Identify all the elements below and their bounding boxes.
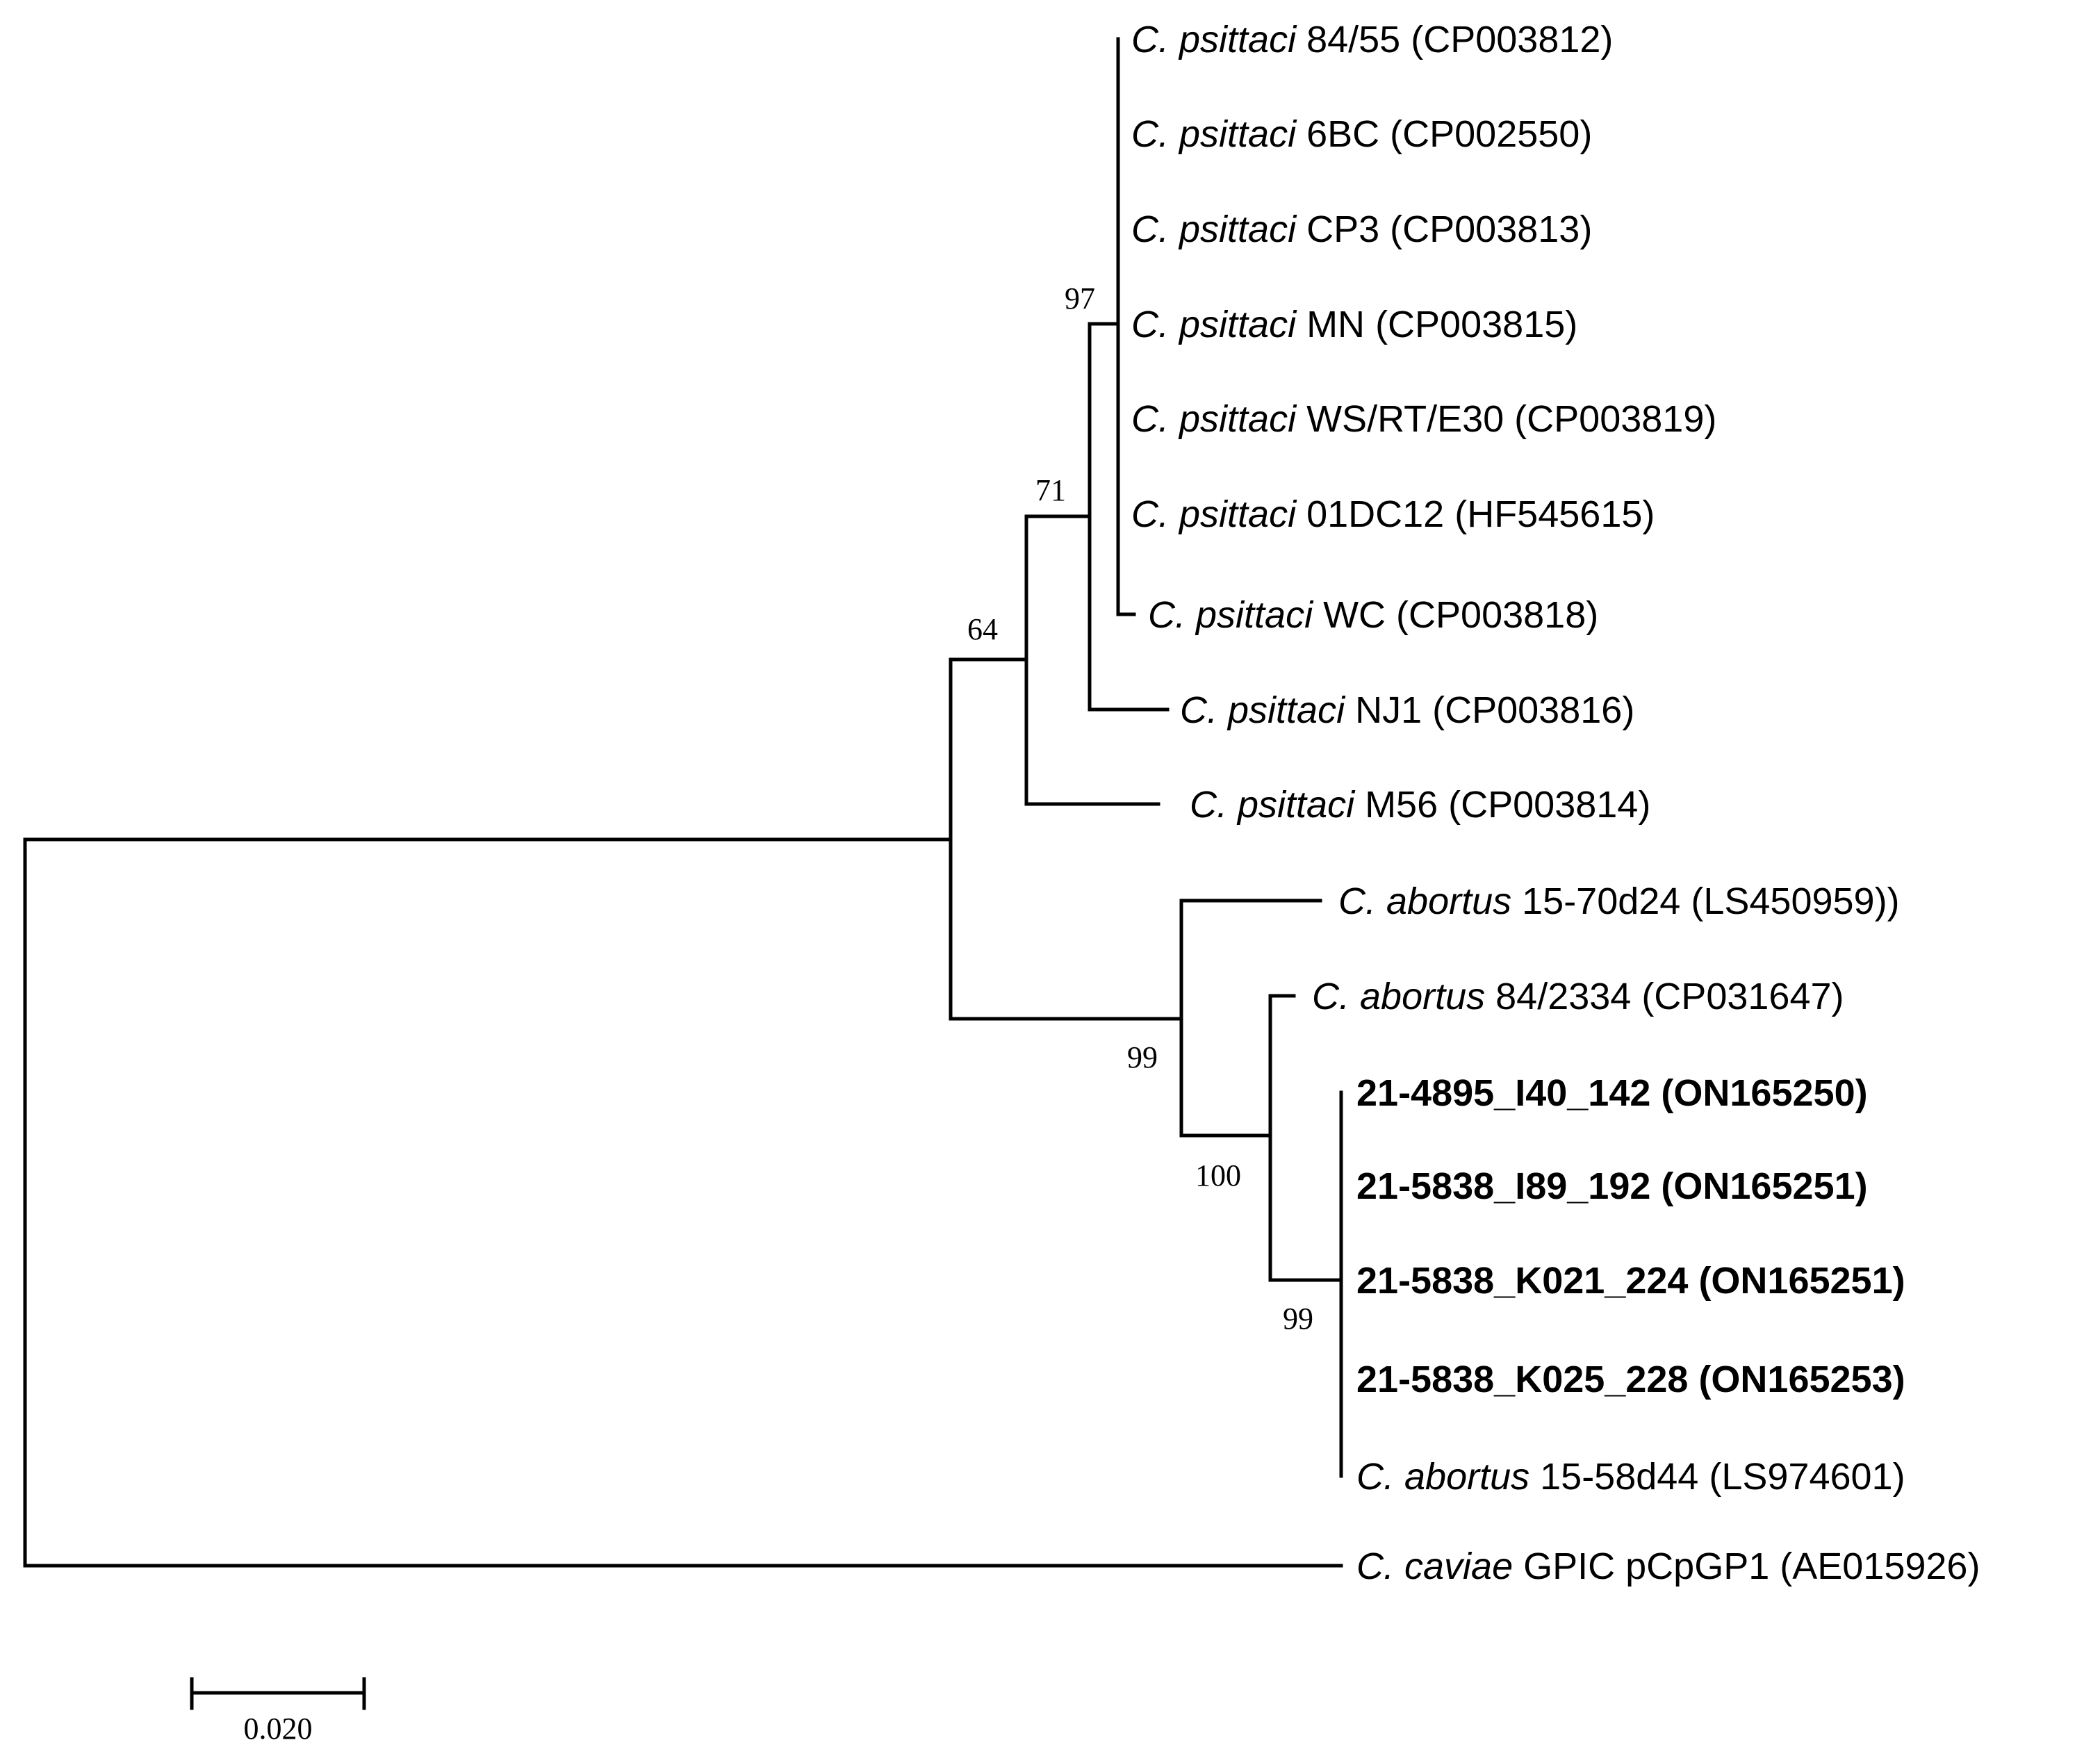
bootstrap-node-97: 97: [1065, 281, 1095, 315]
leaf-species: C. abortus: [1356, 1456, 1540, 1498]
leaf-label-isolate-21-4895-i40-142: 21-4895_I40_142 (ON165250): [1356, 1072, 1868, 1114]
leaf-species: C. psittaci: [1131, 19, 1306, 60]
leaf-accession: (CP003815): [1375, 304, 1577, 345]
leaf-label-psittaci-84-55: C. psittaci 84/55 (CP003812): [1131, 19, 1613, 60]
leaf-species: C. psittaci: [1180, 689, 1355, 731]
leaf-accession: (AE015926): [1780, 1546, 1980, 1587]
leaf-strain: 84/2334: [1495, 976, 1641, 1017]
leaf-strain: WC: [1323, 594, 1396, 636]
bootstrap-node-64: 64: [967, 612, 998, 646]
leaf-strain: WS/RT/E30: [1306, 398, 1514, 440]
bootstrap-node-99-abortus: 99: [1127, 1040, 1158, 1074]
leaf-label-psittaci-ws-rt-e30: C. psittaci WS/RT/E30 (CP003819): [1131, 398, 1716, 440]
leaf-label-isolate-21-5838-k021-224: 21-5838_K021_224 (ON165251): [1356, 1260, 1905, 1302]
leaf-accession: (CP003814): [1448, 784, 1650, 826]
leaf-strain: 15-70d24: [1522, 880, 1691, 922]
leaf-label-psittaci-01dc12: C. psittaci 01DC12 (HF545615): [1131, 493, 1655, 535]
leaf-strain: 21-5838_I89_192: [1356, 1165, 1661, 1207]
leaf-species: C. psittaci: [1131, 304, 1306, 345]
leaf-label-psittaci-m56: C. psittaci M56 (CP003814): [1190, 784, 1650, 826]
leaf-accession: (CP003813): [1390, 208, 1592, 250]
leaf-label-abortus-84-2334: C. abortus 84/2334 (CP031647): [1312, 976, 1844, 1017]
leaf-accession: (CP003816): [1432, 689, 1634, 731]
bootstrap-node-71: 71: [1035, 473, 1066, 507]
leaf-accession: (CP031647): [1641, 976, 1844, 1017]
leaf-strain: 6BC: [1306, 113, 1390, 155]
leaf-strain: 15-58d44: [1540, 1456, 1709, 1498]
leaf-accession: (CP003812): [1411, 19, 1613, 60]
leaf-accession: (ON165250): [1661, 1072, 1867, 1114]
leaf-label-abortus-15-58d44: C. abortus 15-58d44 (LS974601): [1356, 1456, 1905, 1498]
leaf-label-psittaci-cp3: C. psittaci CP3 (CP003813): [1131, 208, 1592, 250]
leaf-strain: 21-5838_K025_228: [1356, 1359, 1698, 1400]
scale-bar: 0.020: [190, 1677, 366, 1746]
leaf-strain: M56: [1365, 784, 1448, 826]
leaf-accession: (ON165251): [1661, 1165, 1867, 1207]
leaf-accession: (CP003819): [1514, 398, 1716, 440]
leaf-species: C. caviae: [1356, 1546, 1523, 1587]
leaf-accession: (LS974601): [1709, 1456, 1905, 1498]
leaf-strain: GPIC pCpGP1: [1523, 1546, 1780, 1587]
leaf-label-psittaci-nj1: C. psittaci NJ1 (CP003816): [1180, 689, 1634, 731]
leaf-strain: CP3: [1306, 208, 1390, 250]
leaf-strain: 21-4895_I40_142: [1356, 1072, 1661, 1114]
scale-bar-label: 0.020: [244, 1712, 313, 1746]
leaf-strain: 84/55: [1306, 19, 1411, 60]
leaf-label-abortus-15-70d24: C. abortus 15-70d24 (LS450959)): [1338, 880, 1900, 922]
leaf-strain: 21-5838_K021_224: [1356, 1260, 1698, 1302]
leaf-species: C. psittaci: [1131, 113, 1306, 155]
leaf-accession: (ON165253): [1698, 1359, 1905, 1400]
bootstrap-node-100: 100: [1195, 1158, 1241, 1192]
leaf-label-psittaci-wc: C. psittaci WC (CP003818): [1148, 594, 1598, 636]
leaf-species: C. psittaci: [1131, 493, 1306, 535]
leaf-species: C. abortus: [1312, 976, 1495, 1017]
leaf-species: C. abortus: [1338, 880, 1522, 922]
bootstrap-values: 97 71 64 99 100 99: [967, 281, 1313, 1336]
leaf-species: C. psittaci: [1131, 208, 1306, 250]
bootstrap-node-99-isolates: 99: [1283, 1302, 1313, 1336]
tree-branches: [23, 37, 1343, 1568]
leaf-label-caviae-gpic: C. caviae GPIC pCpGP1 (AE015926): [1356, 1546, 1980, 1587]
leaf-species: C. psittaci: [1131, 398, 1306, 440]
leaf-labels: C. psittaci 84/55 (CP003812)C. psittaci …: [1131, 19, 1980, 1587]
leaf-label-isolate-21-5838-k025-228: 21-5838_K025_228 (ON165253): [1356, 1359, 1905, 1400]
leaf-accession: (CP003818): [1396, 594, 1598, 636]
leaf-accession: (CP002550): [1390, 113, 1592, 155]
leaf-strain: MN: [1306, 304, 1375, 345]
leaf-species: C. psittaci: [1148, 594, 1323, 636]
leaf-strain: NJ1: [1355, 689, 1432, 731]
leaf-strain: 01DC12: [1306, 493, 1454, 535]
leaf-species: C. psittaci: [1190, 784, 1365, 826]
leaf-label-psittaci-mn: C. psittaci MN (CP003815): [1131, 304, 1577, 345]
leaf-label-isolate-21-5838-i89-192: 21-5838_I89_192 (ON165251): [1356, 1165, 1868, 1207]
leaf-accession: (ON165251): [1698, 1260, 1905, 1302]
leaf-accession: (LS450959)): [1691, 880, 1899, 922]
leaf-accession: (HF545615): [1454, 493, 1655, 535]
leaf-label-psittaci-6bc: C. psittaci 6BC (CP002550): [1131, 113, 1592, 155]
